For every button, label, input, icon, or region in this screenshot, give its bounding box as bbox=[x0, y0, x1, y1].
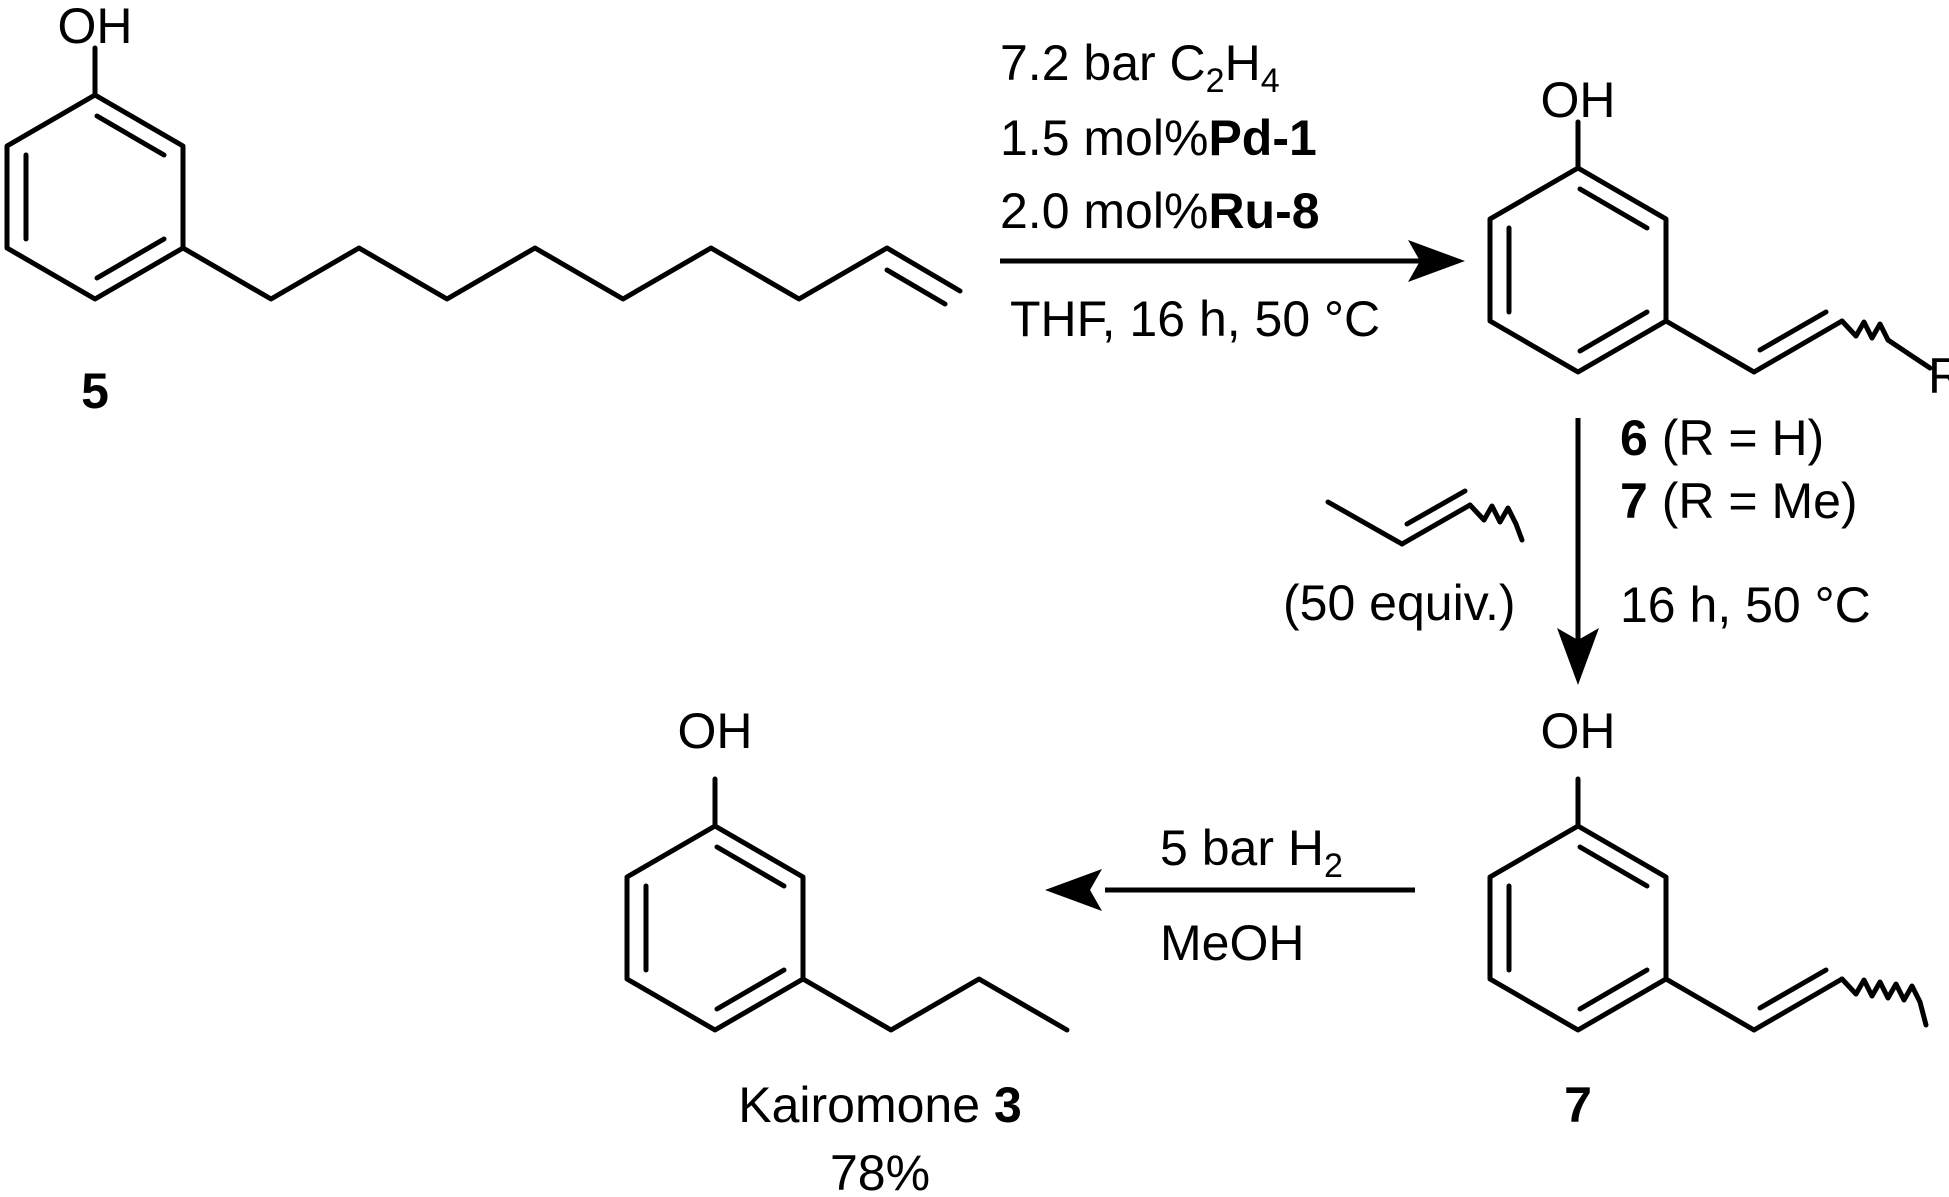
step3-hydrogen-line: 5 bar H2 bbox=[1160, 820, 1343, 885]
kairomone-name-label: Kairomone 3 bbox=[738, 1077, 1022, 1133]
compound-5-number: 5 bbox=[81, 363, 109, 419]
kairomone-3-structure bbox=[624, 776, 1070, 1033]
step1-pd-catalyst-line: 1.5 mol%Pd-1 bbox=[1000, 110, 1317, 166]
kairomone-yield-label: 78% bbox=[830, 1145, 930, 1197]
step1-conditions: 7.2 bar C2H4 1.5 mol%Pd-1 2.0 mol%Ru-8 T… bbox=[1000, 35, 1465, 347]
step3-solvent-line: MeOH bbox=[1160, 915, 1304, 971]
step2-arrowhead bbox=[1557, 628, 1599, 685]
compound-7-number: 7 bbox=[1564, 1077, 1592, 1133]
compound-6-7-r-label: R bbox=[1928, 348, 1949, 404]
step1-ethylene-line: 7.2 bar C2H4 bbox=[1000, 35, 1280, 100]
butene-reagent-structure bbox=[1325, 488, 1525, 547]
step1-ru-catalyst-line: 2.0 mol%Ru-8 bbox=[1000, 183, 1320, 239]
compound-6-7-oh-label: OH bbox=[1541, 72, 1616, 128]
compound-7: OH 7 bbox=[1487, 703, 1929, 1133]
compound-5-structure bbox=[4, 45, 963, 307]
step3-arrowhead bbox=[1045, 869, 1102, 911]
compound-7-structure bbox=[1487, 776, 1929, 1033]
compound-6-7-structure bbox=[1487, 119, 1933, 375]
step3-conditions: 5 bar H2 MeOH bbox=[1045, 820, 1415, 971]
compound-5: OH 5 bbox=[4, 0, 963, 419]
step1-solvent-line: THF, 16 h, 50 °C bbox=[1010, 291, 1380, 347]
kairomone-3: OH Kairomone 3 78% bbox=[624, 703, 1070, 1197]
step1-arrowhead bbox=[1408, 240, 1465, 282]
compound-7-alt-label: 7 (R = Me) bbox=[1620, 473, 1858, 529]
step2-conditions: (50 equiv.) 16 h, 50 °C bbox=[1283, 418, 1871, 685]
kairomone-oh-label: OH bbox=[678, 703, 753, 759]
compound-6-7: OH R 6 (R = H) 7 (R = Me) bbox=[1487, 72, 1949, 529]
step2-conditions-label: 16 h, 50 °C bbox=[1620, 577, 1871, 633]
step2-equiv-label: (50 equiv.) bbox=[1283, 575, 1516, 631]
compound-6-label: 6 (R = H) bbox=[1620, 410, 1824, 466]
compound-7-oh-label: OH bbox=[1541, 703, 1616, 759]
compound-5-oh-label: OH bbox=[58, 0, 133, 54]
